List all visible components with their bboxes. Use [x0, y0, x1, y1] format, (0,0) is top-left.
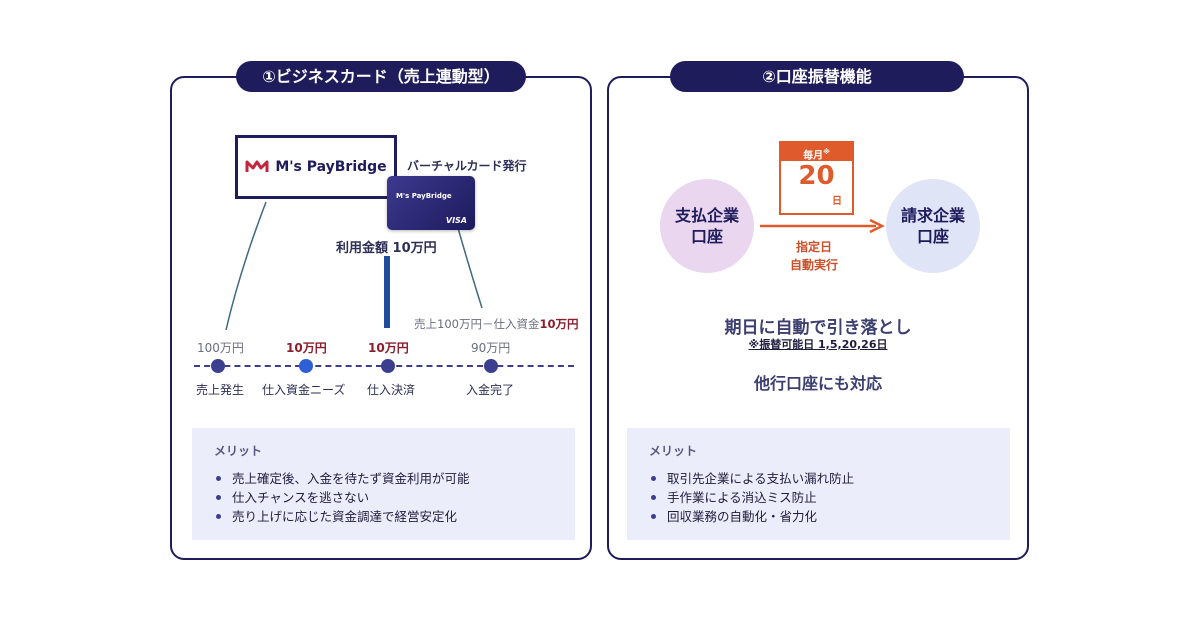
timeline-label-4: 入金完了: [466, 383, 515, 397]
calendar-icon: 毎月※ 20 日: [779, 141, 854, 215]
paybridge-logo: M's PayBridge: [235, 135, 397, 199]
transfer-days-note: ※振替可能日 1,5,20,26日: [748, 338, 888, 351]
calendar-unit: 日: [832, 196, 842, 207]
merit-item: 売上確定後、入金を待たず資金利用が可能: [214, 469, 553, 488]
timeline-dot-4: [484, 359, 498, 373]
calendar-header: 毎月: [803, 150, 824, 162]
merit-item: 手作業による消込ミス防止: [649, 488, 988, 507]
timeline-label-1: 売上発生: [196, 383, 245, 397]
merit-item: 仕入チャンスを逃さない: [214, 488, 553, 507]
timeline-label-2: 仕入資金ニーズ: [262, 383, 346, 397]
card-name: M's PayBridge: [396, 192, 452, 200]
payer-line1: 支払企業: [674, 206, 739, 225]
account-transfer-title: ②口座振替機能: [670, 61, 964, 92]
merit-item: 回収業務の自動化・省力化: [649, 507, 988, 526]
card-brand: VISA: [445, 216, 467, 225]
calc-note-amount: 10万円: [539, 317, 579, 331]
payee-line1: 請求企業: [900, 206, 965, 225]
merit-item: 取引先企業による支払い漏れ防止: [649, 469, 988, 488]
arrow-label-line1: 指定日: [796, 240, 833, 254]
virtual-card-label: バーチャルカード発行: [407, 159, 527, 173]
paybridge-logo-icon: [245, 160, 269, 172]
merit-title: メリット: [214, 444, 263, 458]
account-transfer-merit-box: メリット 取引先企業による支払い漏れ防止 手作業による消込ミス防止 回収業務の自…: [627, 428, 1010, 540]
payer-line2: 口座: [690, 227, 723, 246]
calc-note: 売上100万円－仕入資金10万円: [414, 316, 578, 332]
payee-line2: 口座: [916, 227, 949, 246]
payer-account-circle: 支払企業口座: [660, 179, 754, 273]
card-connector-line: [457, 227, 483, 309]
arrow-label-line2: 自動実行: [790, 258, 839, 272]
timeline-label-3: 仕入決済: [367, 383, 416, 397]
usage-amount: 利用金額 10万円: [336, 241, 437, 256]
auto-debit-headline: 期日に自動で引き落とし: [724, 318, 912, 338]
payee-account-circle: 請求企業口座: [886, 179, 980, 273]
merit-item: 売り上げに応じた資金調達で経営安定化: [214, 507, 553, 526]
connector-lines: [225, 201, 483, 331]
merit-title: メリット: [649, 444, 698, 458]
timeline-amount-4: 90万円: [471, 341, 511, 355]
timeline-dot-1: [211, 359, 225, 373]
business-card-title: ①ビジネスカード（売上連動型）: [236, 61, 526, 92]
other-banks-headline: 他行口座にも対応: [753, 374, 882, 393]
timeline-dot-2: [299, 359, 313, 373]
calendar-day: 20: [798, 161, 835, 191]
business-card-merit-box: メリット 売上確定後、入金を待たず資金利用が可能 仕入チャンスを逃さない 売り上…: [192, 428, 575, 540]
timeline-amount-1: 100万円: [197, 341, 244, 355]
usage-bar: [384, 256, 390, 328]
calc-note-prefix: 売上100万円－仕入資金: [414, 317, 540, 331]
logo-connector-line: [225, 201, 267, 331]
timeline-amount-3: 10万円: [368, 341, 409, 355]
timeline-dot-3: [381, 359, 395, 373]
logo-text: M's PayBridge: [275, 159, 387, 175]
timeline-amount-2: 10万円: [286, 341, 327, 355]
calendar-mark: ※: [823, 148, 830, 156]
transfer-arrow-icon: [760, 218, 885, 234]
virtual-card: M's PayBridge VISA: [387, 176, 475, 230]
